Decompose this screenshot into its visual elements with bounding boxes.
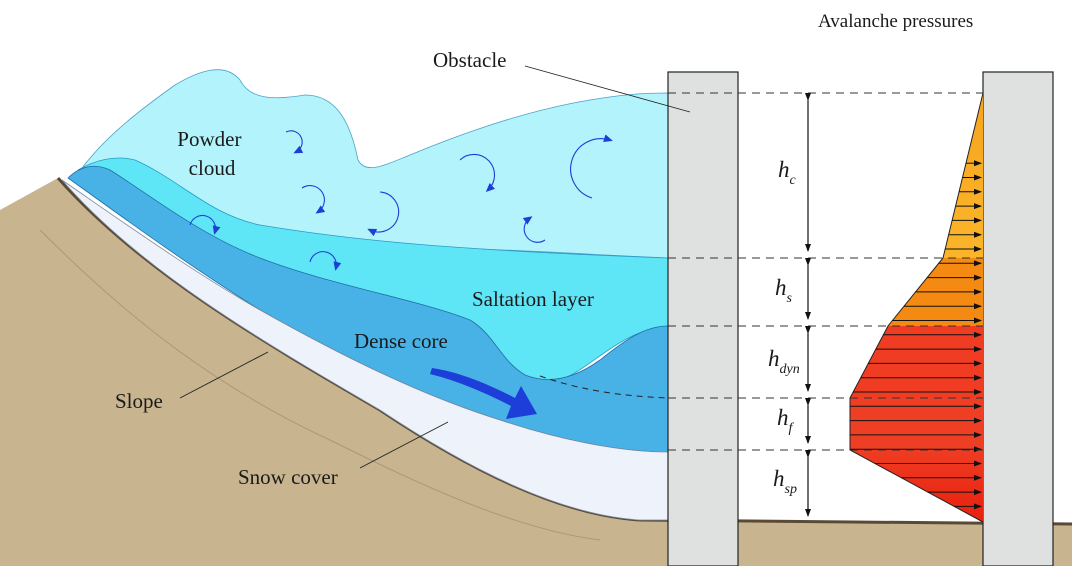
slope-label: Slope xyxy=(115,389,163,413)
leader-slope xyxy=(179,351,269,399)
powder-cloud-label: Powder cloud xyxy=(177,127,246,180)
leader-obstacle xyxy=(524,65,691,113)
flow-direction-arrow-icon xyxy=(430,368,537,419)
height-label-hs: hs xyxy=(775,275,793,306)
swirl-icon xyxy=(459,153,496,193)
pressure-hdyn-region xyxy=(850,326,983,398)
height-dashed-lines xyxy=(668,92,983,451)
swirl-icon xyxy=(189,214,221,235)
swirl-icon xyxy=(285,130,304,154)
ground-texture-line xyxy=(39,229,601,541)
swirl-icon xyxy=(570,134,613,199)
swirl-arrows xyxy=(189,130,613,271)
swirl-icon xyxy=(309,251,342,271)
height-label-hdyn: hdyn xyxy=(768,346,800,377)
height-label-hf: hf xyxy=(777,405,795,436)
swirl-icon xyxy=(522,216,546,243)
obstacle-label: Obstacle xyxy=(433,48,506,72)
pressure-arrows xyxy=(850,160,982,510)
snow-cover xyxy=(61,179,669,521)
swirl-icon xyxy=(301,185,326,214)
height-label-hc: hc xyxy=(778,157,797,188)
saltation-layer-label: Saltation layer xyxy=(472,287,594,311)
height-label-hsp: hsp xyxy=(773,466,797,497)
pressure-profile-outline xyxy=(849,92,984,523)
leader-snow-cover xyxy=(359,421,449,469)
obstacle-right xyxy=(982,71,1054,566)
dense-core-label: Dense core xyxy=(354,329,448,353)
snow-cover-label: Snow cover xyxy=(238,465,338,489)
dense-core-dashed-boundary xyxy=(539,375,669,399)
swirl-icon xyxy=(367,191,400,237)
title: Avalanche pressures xyxy=(818,11,973,32)
obstacle-left xyxy=(667,71,739,566)
leader-lines xyxy=(179,65,691,469)
ground xyxy=(0,178,1072,566)
